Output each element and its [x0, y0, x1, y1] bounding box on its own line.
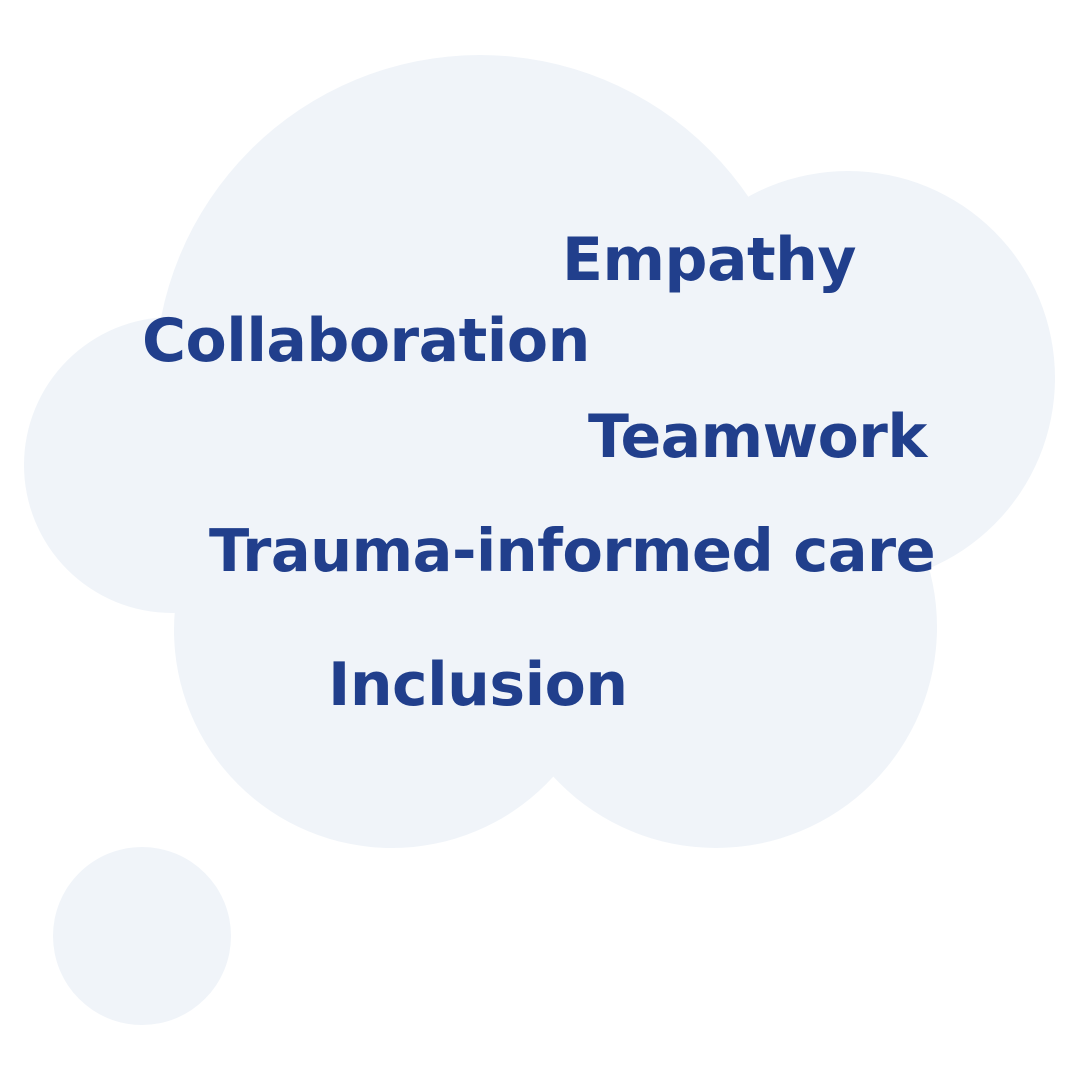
word-collaboration: Collaboration	[142, 306, 590, 376]
word-teamwork: Teamwork	[588, 402, 927, 472]
cloud-body	[24, 55, 1055, 848]
word-inclusion: Inclusion	[328, 650, 628, 720]
word-trauma-informed-care: Trauma-informed care	[209, 516, 936, 585]
cloud-core	[310, 270, 810, 770]
thought-bubble-circle	[53, 847, 231, 1025]
word-empathy: Empathy	[562, 225, 856, 295]
